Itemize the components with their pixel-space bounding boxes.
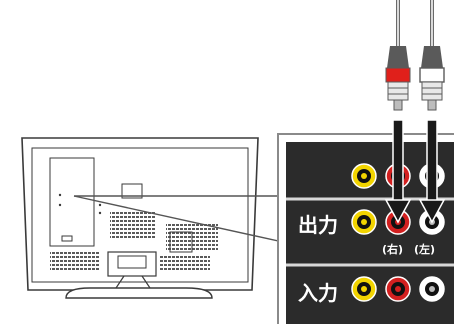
left-channel-label: (左) bbox=[414, 242, 435, 256]
tv-back-illustration bbox=[21, 137, 259, 299]
callout-lines bbox=[73, 195, 293, 245]
white-plug bbox=[419, 46, 445, 111]
tv-inner-frame bbox=[31, 147, 249, 283]
callout-line-bottom bbox=[73, 195, 293, 245]
tv-vents-bottom bbox=[50, 252, 100, 272]
tv-stand-neck-inner bbox=[117, 255, 147, 269]
tv-stand-neck-leg-right bbox=[141, 275, 151, 289]
red-plug bbox=[385, 46, 411, 111]
tv-left-panel bbox=[49, 157, 95, 247]
tv-speaker-box bbox=[169, 231, 193, 253]
connect-arrow-white bbox=[418, 119, 446, 224]
output-label: 出力 bbox=[298, 213, 338, 237]
right-channel-label: (右) bbox=[382, 242, 403, 256]
rca-cable bbox=[384, 0, 446, 224]
output-row-yellow-jack bbox=[351, 209, 377, 235]
tv-vesa-square bbox=[121, 183, 143, 199]
top-row-yellow-jack bbox=[351, 163, 377, 189]
tv-screws bbox=[58, 193, 102, 215]
input-row-yellow-jack bbox=[351, 276, 377, 302]
connect-arrow-red bbox=[384, 119, 412, 224]
tv-vents-bottom-right bbox=[160, 256, 210, 272]
jack-panel: 出力 入力 (右) (左) bbox=[277, 133, 454, 324]
input-label: 入力 bbox=[298, 281, 338, 305]
input-row-white-jack bbox=[419, 276, 445, 302]
tv-left-panel-slot bbox=[61, 235, 73, 242]
tv-vents-left bbox=[110, 210, 156, 240]
tv-stand-neck bbox=[107, 251, 157, 277]
tv-stand-neck-leg-left bbox=[115, 275, 125, 289]
tv-stand-base bbox=[65, 287, 213, 299]
input-row-red-jack bbox=[385, 276, 411, 302]
